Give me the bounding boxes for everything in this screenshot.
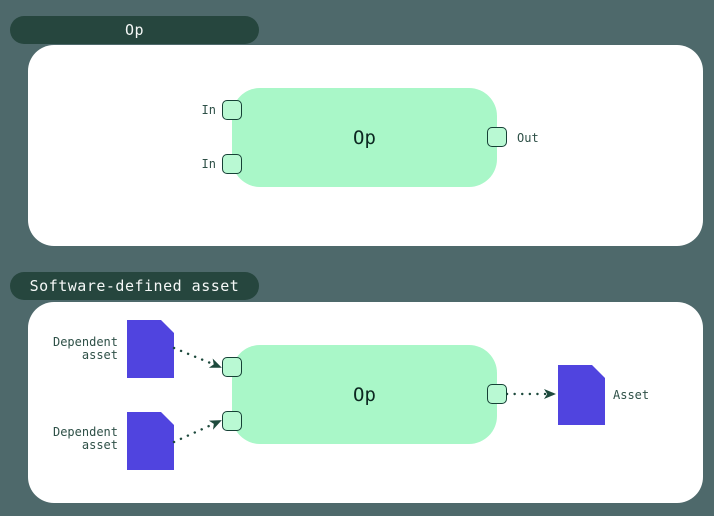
dotted-arrow-3 xyxy=(505,389,556,399)
sda-output-port xyxy=(487,384,507,404)
output-port xyxy=(487,127,507,147)
op-panel: Op In In Out xyxy=(28,45,703,246)
input-label-1: In xyxy=(201,103,216,117)
dependent-asset-icon-1 xyxy=(127,320,174,378)
dotted-arrow-1 xyxy=(172,346,222,369)
op-node-label: Op xyxy=(353,126,376,149)
output-asset-icon xyxy=(558,365,605,425)
tab-sda-label: Software-defined asset xyxy=(29,277,240,295)
tab-op-label: Op xyxy=(124,21,145,39)
input-port-2 xyxy=(222,154,242,174)
op-node: Op xyxy=(232,88,497,187)
sda-panel: Dependent asset Dependent asset Op Asset xyxy=(28,302,703,503)
dotted-arrow-2 xyxy=(172,419,222,444)
input-port-1 xyxy=(222,100,242,120)
dependent-asset-label-2: Dependent asset xyxy=(52,425,118,452)
dependent-asset-label-1: Dependent asset xyxy=(52,335,118,362)
tab-software-defined-asset: Software-defined asset xyxy=(10,272,259,300)
input-label-2: In xyxy=(201,157,216,171)
sda-input-port-2 xyxy=(222,411,242,431)
sda-op-node: Op xyxy=(232,345,497,444)
sda-op-node-label: Op xyxy=(353,383,376,406)
output-asset-label: Asset xyxy=(613,388,650,402)
sda-input-port-1 xyxy=(222,357,242,377)
tab-op: Op xyxy=(10,16,259,44)
output-label: Out xyxy=(517,131,539,145)
dependent-asset-icon-2 xyxy=(127,412,174,470)
